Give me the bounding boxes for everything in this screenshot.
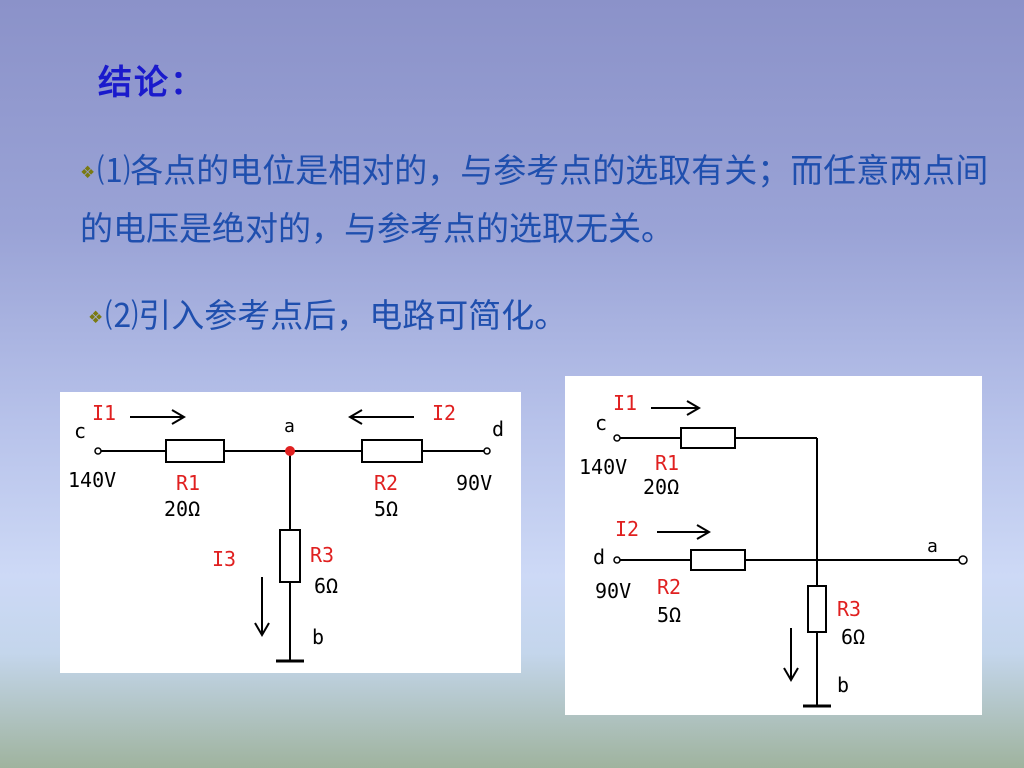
label-i3: I3 xyxy=(212,547,236,571)
label-r3-value: 6Ω xyxy=(841,625,865,649)
label-b: b xyxy=(312,625,324,649)
label-r1: R1 xyxy=(655,451,679,475)
conclusion-point-1: ❖⑴各点的电位是相对的，与参考点的选取有关；而任意两点间的电压是绝对的，与参考点… xyxy=(80,143,1000,257)
label-i1: I1 xyxy=(92,401,116,425)
resistor-r3 xyxy=(279,529,301,583)
label-i1: I1 xyxy=(613,391,637,415)
label-i2: I2 xyxy=(615,517,639,541)
label-c: c xyxy=(595,411,607,435)
arrow-i2-head xyxy=(348,409,363,425)
label-r1-value: 20Ω xyxy=(643,475,679,499)
label-a: a xyxy=(927,536,938,557)
terminal-d xyxy=(483,447,491,455)
label-r2: R2 xyxy=(374,471,398,495)
point-2-text: ⑵引入参考点后，电路可简化。 xyxy=(105,296,568,335)
circuit-diagram-simplified: I1 I2 c d a b 140V 90V R1 20Ω R2 5Ω R3 6… xyxy=(565,376,982,715)
resistor-r3 xyxy=(807,585,827,633)
label-140v: 140V xyxy=(579,455,627,479)
label-b: b xyxy=(837,673,849,697)
label-c: c xyxy=(74,419,86,443)
label-d: d xyxy=(593,545,605,569)
label-r3: R3 xyxy=(837,597,861,621)
conclusion-point-2: ❖⑵引入参考点后，电路可简化。 xyxy=(88,288,988,346)
resistor-r1 xyxy=(165,439,225,463)
circuit-1-svg: I1 I2 I3 c d a b 140V 90V R1 20Ω R2 5Ω R… xyxy=(68,401,504,663)
resistor-r1 xyxy=(680,427,736,449)
label-r2-value: 5Ω xyxy=(657,603,681,627)
point-1-text: ⑴各点的电位是相对的，与参考点的选取有关；而任意两点间的电压是绝对的，与参考点的… xyxy=(80,151,989,248)
terminal-d xyxy=(613,556,621,564)
label-r1: R1 xyxy=(176,471,200,495)
label-r3-value: 6Ω xyxy=(314,574,338,598)
label-r2-value: 5Ω xyxy=(374,497,398,521)
label-140v: 140V xyxy=(68,468,116,492)
label-r1-value: 20Ω xyxy=(164,497,200,521)
label-90v: 90V xyxy=(456,471,492,495)
label-r2: R2 xyxy=(657,575,681,599)
arrow-i1-head xyxy=(686,400,701,416)
arrow-i2-head xyxy=(696,524,711,540)
arrow-i1-head xyxy=(171,409,186,425)
circuit-diagram-original: I1 I2 I3 c d a b 140V 90V R1 20Ω R2 5Ω R… xyxy=(60,392,521,673)
resistor-r2 xyxy=(690,549,746,571)
slide-title: 结论： xyxy=(98,63,206,103)
terminal-c xyxy=(613,434,621,442)
label-a: a xyxy=(284,416,295,437)
terminal-a xyxy=(958,555,968,565)
label-d: d xyxy=(492,417,504,441)
arrow-i3-head xyxy=(254,622,270,637)
label-90v: 90V xyxy=(595,579,631,603)
terminal-c xyxy=(94,447,102,455)
diamond-bullet-icon: ❖ xyxy=(88,307,104,328)
label-r3: R3 xyxy=(310,543,334,567)
diamond-bullet-icon: ❖ xyxy=(80,162,96,183)
circuit-2-svg: I1 I2 c d a b 140V 90V R1 20Ω R2 5Ω R3 6… xyxy=(579,391,968,708)
label-i2: I2 xyxy=(432,401,456,425)
resistor-r2 xyxy=(361,439,423,463)
node-a xyxy=(285,446,295,456)
arrow-i3-head xyxy=(783,667,799,682)
